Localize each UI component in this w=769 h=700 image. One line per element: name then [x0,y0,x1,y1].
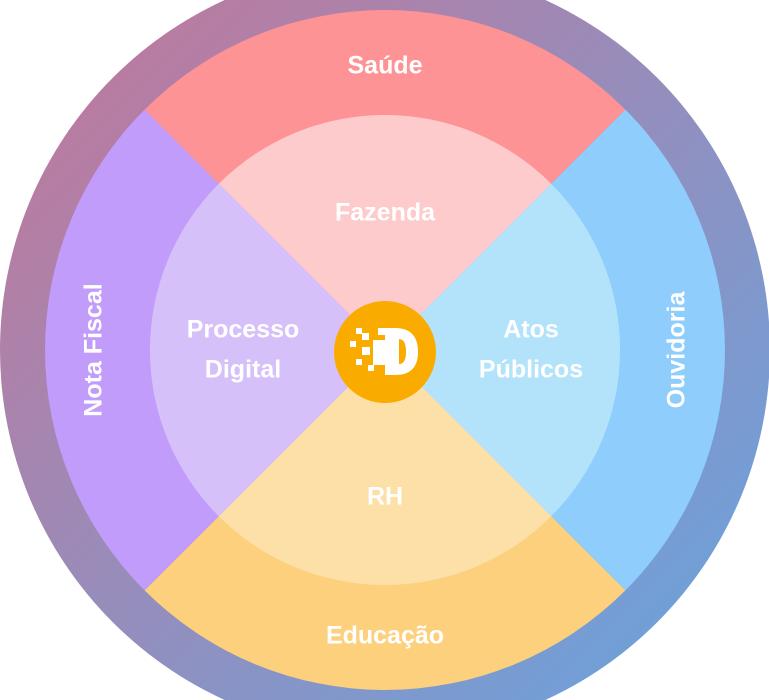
label-processo: Processo [187,316,300,344]
label-saude: Saúde [347,52,422,80]
segment-processo-digital[interactable] [149,183,385,517]
segment-atos-publicos[interactable] [385,183,621,517]
label-educacao: Educação [326,622,444,650]
label-fazenda: Fazenda [335,199,436,227]
segment-fazenda[interactable] [218,114,552,350]
segment-rh[interactable] [218,350,552,586]
label-rh: RH [367,483,403,511]
label-atos: Atos [503,316,559,344]
label-nota-fiscal: Nota Fiscal [80,283,108,416]
label-digital: Digital [205,356,281,384]
d-logo-icon [350,328,418,375]
center-logo[interactable] [334,301,436,403]
label-ouvidoria: Ouvidoria [663,291,691,409]
label-publicos: Públicos [479,356,583,384]
